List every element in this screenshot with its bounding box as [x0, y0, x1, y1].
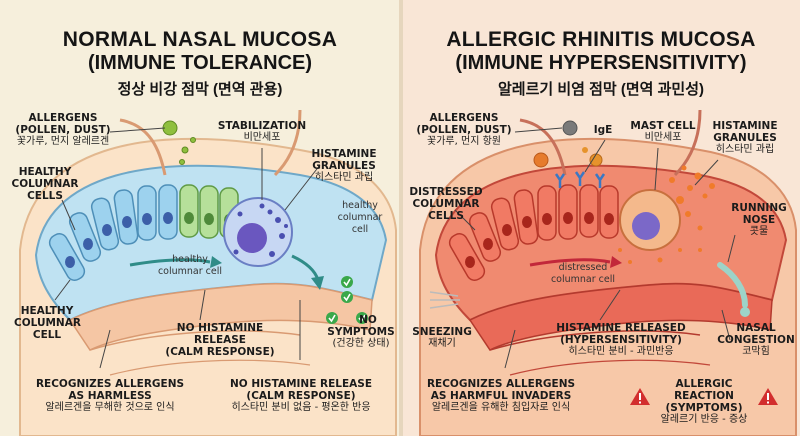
right-korean-title: 알레르기 비염 점막 (면역 과민성) — [497, 81, 705, 98]
right-allergic-reaction-label: ALLERGIC REACTION(SYMPTOMS)알레르기 반응 - 증상 — [660, 378, 748, 425]
left-allergens-label: ALLERGENS(POLLEN, DUST)꽃가루, 먼지 알레르겐 — [15, 112, 111, 147]
right-allergens-label: ALLERGENS(POLLEN, DUST)꽃가루, 먼지 항원 — [416, 112, 512, 147]
left-no-histamine-bottom-label: NO HISTAMINE RELEASE(CALM RESPONSE)히스타민 … — [229, 378, 373, 413]
check-icons — [326, 276, 368, 324]
allergic-mucosa-illustration — [419, 109, 797, 436]
left-korean-title: 정상 비강 점막 (면역 관용) — [117, 81, 283, 98]
right-histamine-released-label: HISTAMINE RELEASED(HYPERSENSITIVITY)히스타민… — [556, 322, 686, 357]
normal-mucosa-illustration — [19, 109, 397, 436]
left-no-histamine-mid-label: NO HISTAMINE RELEASE(CALM RESPONSE) — [165, 322, 275, 358]
left-title: NORMAL NASAL MUCOSA — [62, 28, 338, 51]
panel-divider — [399, 0, 403, 436]
left-subtitle: (IMMUNE TOLERANCE) — [87, 52, 313, 74]
right-subtitle: (IMMUNE HYPERSENSITIVITY) — [455, 52, 747, 74]
right-ige-label: IgE — [593, 124, 613, 136]
warning-icons — [630, 388, 778, 405]
right-title: ALLERGIC RHINITIS MUCOSA — [446, 28, 756, 51]
